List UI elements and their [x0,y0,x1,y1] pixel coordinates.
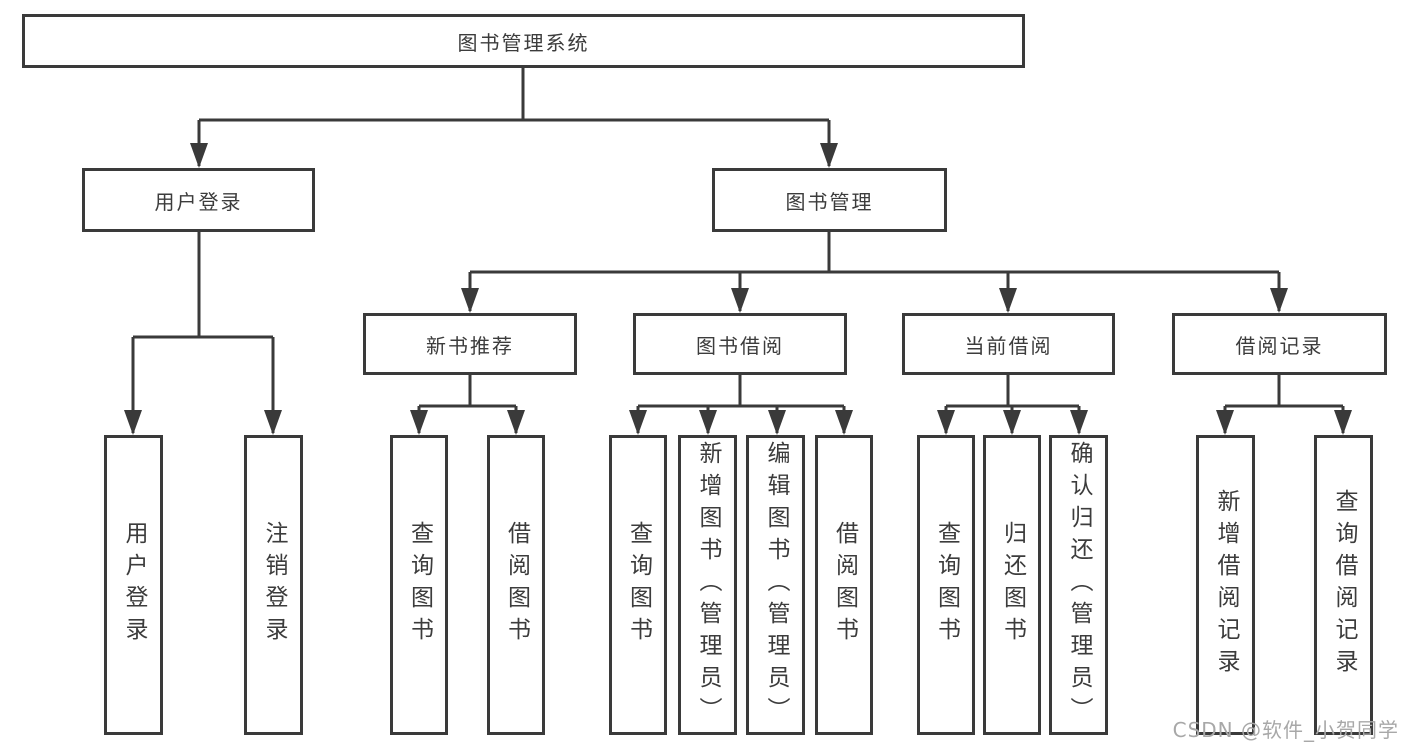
leaf-query-books-recommend: 查询图书 [390,435,448,735]
leaf-return-books: 归还图书 [983,435,1041,735]
arrow-down-icon [1334,410,1352,435]
node-current-borrowing: 当前借阅 [902,313,1115,375]
arrow-down-icon [820,143,838,168]
node-label: 用户登录 [121,521,147,649]
leaf-confirm-return-admin: 确认归还（管理员） [1049,435,1108,735]
node-label: 借阅图书 [503,521,530,649]
node-label: 借阅图书 [831,521,858,649]
node-label: 图书借阅 [696,333,784,358]
arrow-down-icon [768,410,786,435]
node-label: 确认归还（管理员） [1066,441,1092,729]
node-book-management-branch: 图书管理 [712,168,947,232]
node-label: 新书推荐 [426,333,514,358]
arrow-down-icon [264,410,282,435]
node-borrowing-records: 借阅记录 [1172,313,1387,375]
leaf-borrow-books-borrowing: 借阅图书 [815,435,873,735]
tree-edges [131,68,1345,433]
node-label: 图书管理系统 [457,30,590,55]
arrow-down-icon [999,288,1017,313]
leaf-borrow-books-recommend: 借阅图书 [487,435,545,735]
arrow-down-icon [1270,288,1288,313]
leaf-query-borrow-record: 查询借阅记录 [1314,435,1373,735]
node-label: 借阅记录 [1235,333,1324,358]
arrow-down-icon [1003,410,1021,435]
arrow-down-icon [937,410,955,435]
arrow-down-icon [410,410,428,435]
node-label: 图书管理 [785,189,874,214]
arrow-down-icon [699,410,717,435]
leaf-logout: 注销登录 [244,435,303,735]
node-book-borrowing: 图书借阅 [633,313,847,375]
leaf-query-books-current: 查询图书 [917,435,975,735]
arrow-down-icon [190,143,208,168]
node-system-root: 图书管理系统 [22,14,1025,68]
node-label: 归还图书 [999,521,1026,649]
node-label: 注销登录 [261,521,287,649]
node-label: 用户登录 [154,189,243,214]
arrow-down-icon [507,410,525,435]
arrow-down-icon [629,410,647,435]
node-label: 新增图书（管理员） [695,441,721,729]
node-label: 当前借阅 [964,333,1053,358]
node-label: 查询图书 [933,521,960,649]
node-new-book-recommend: 新书推荐 [363,313,577,375]
leaf-add-books-admin: 新增图书（管理员） [678,435,737,735]
node-user-login-branch: 用户登录 [82,168,315,232]
arrow-down-icon [835,410,853,435]
csdn-watermark: CSDN @软件_小贺同学 [1172,718,1399,742]
node-label: 查询图书 [406,521,433,649]
leaf-edit-books-admin: 编辑图书（管理员） [746,435,805,735]
arrow-down-icon [124,410,142,435]
node-label: 编辑图书（管理员） [763,441,789,729]
leaf-user-login: 用户登录 [104,435,163,735]
arrowheads [124,143,1352,435]
leaf-query-books-borrowing: 查询图书 [609,435,667,735]
node-label: 查询借阅记录 [1331,489,1357,681]
node-label: 查询图书 [625,521,652,649]
node-label: 新增借阅记录 [1213,489,1239,681]
arrow-down-icon [1070,410,1088,435]
leaf-add-borrow-record: 新增借阅记录 [1196,435,1255,735]
arrow-down-icon [731,288,749,313]
arrow-down-icon [461,288,479,313]
arrow-down-icon [1216,410,1234,435]
